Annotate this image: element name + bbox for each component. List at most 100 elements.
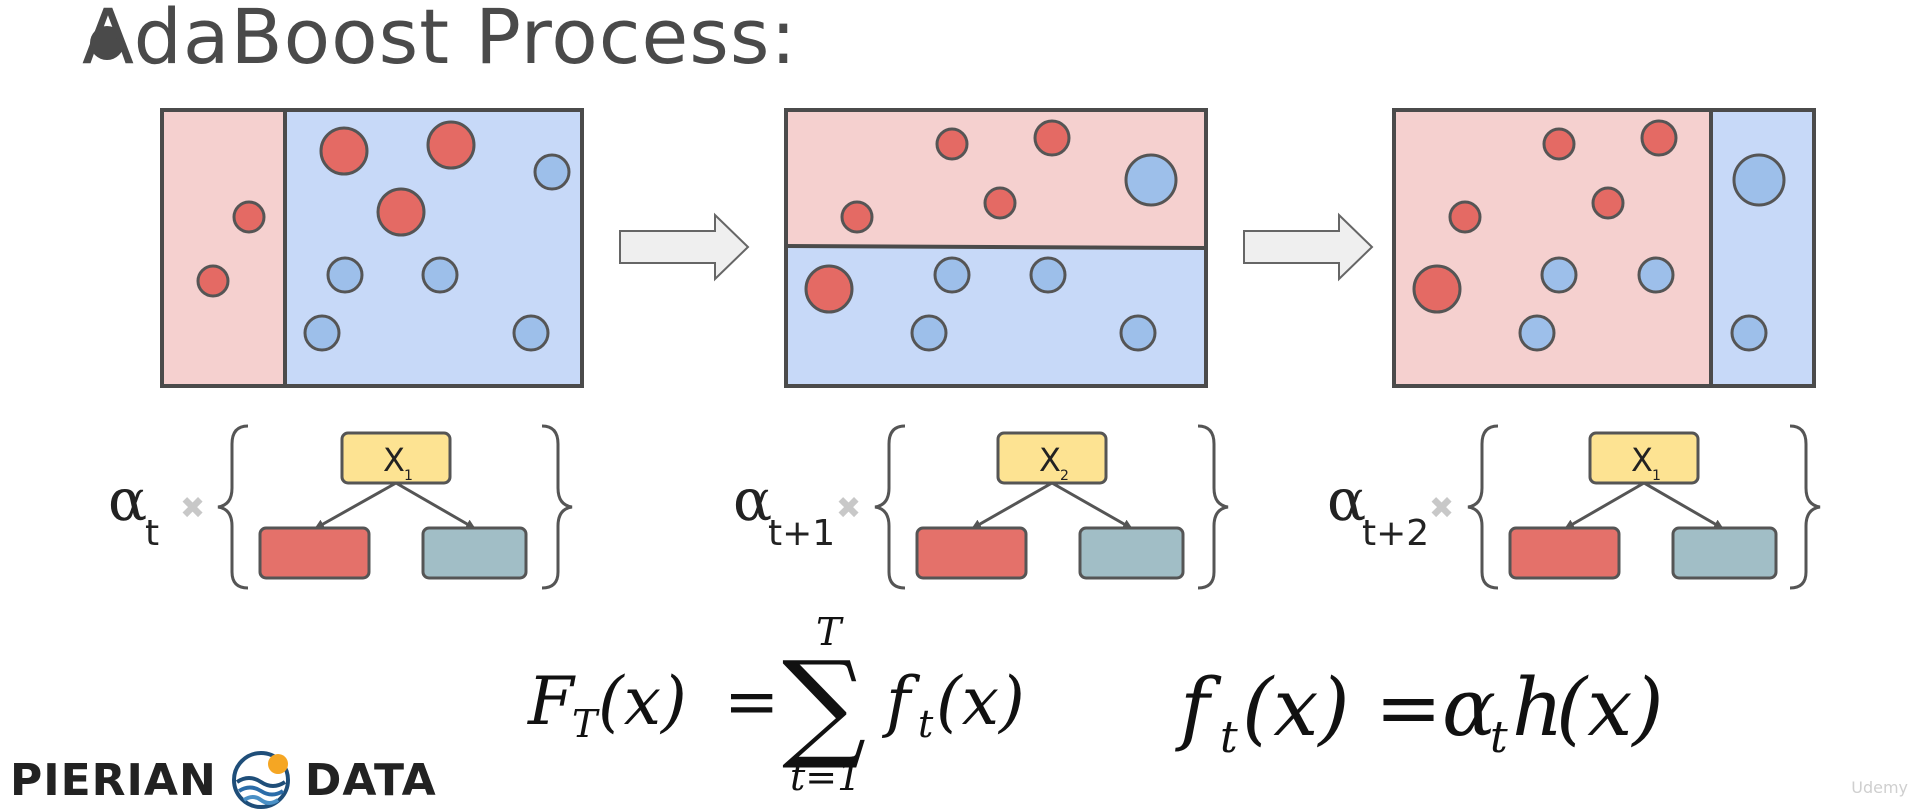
stump-right-leaf [1078,526,1185,580]
panel-1-point-red [319,126,369,176]
stage-3-weighted-stump: α t+2 ✖ X 1 [1327,424,1821,590]
panel-3-point-blue [1732,153,1786,207]
panel-1-point-blue [303,314,341,352]
panel-2-point-blue [910,314,948,352]
right-brace [1197,424,1229,590]
alpha-subscript: t [145,513,159,554]
logo-left-text: PIERIAN [10,754,217,806]
title-bullet [90,26,124,60]
panel-2-point-blue [1119,314,1157,352]
alpha-symbol: α [733,466,772,534]
flow-arrow-2 [1243,212,1374,282]
panel-1-point-blue [326,256,364,294]
stump-left-leaf [258,526,371,580]
formula-lhs: f [1175,661,1222,754]
panel-2-point-red [983,186,1017,220]
pierian-wave-icon [231,751,290,809]
panel-1-border [160,108,584,388]
stump-right-edge [1051,481,1133,530]
formula-lhs-argument: (x) [598,663,687,740]
stage-2-weighted-stump: α t+1 ✖ X 2 [733,424,1229,590]
formula-term-argument: (x) [936,663,1025,740]
formula-lhs-subscript: t [1220,712,1238,763]
panel-1-red-region [162,110,285,386]
stump-feature: X [383,441,405,479]
stump-feature-subscript: 1 [1652,468,1661,484]
formula-term-subscript: t [918,702,934,746]
panel-3 [1392,108,1816,388]
panel-1-point-red [426,120,476,170]
right-brace [1789,424,1821,590]
alpha-subscript: t+1 [768,513,835,554]
alpha-symbol: α [108,466,147,534]
stump-feature: X [1039,441,1061,479]
stump-feature-subscript: 2 [1060,468,1069,484]
formula-term: f [881,663,921,740]
summation-upper-limit: T [816,610,844,654]
panel-3-border [1392,108,1816,388]
panel-2-split-line [785,244,1207,250]
panel-1-point-red [196,264,230,298]
panel-3-point-red [1448,200,1482,234]
left-brace [874,424,906,590]
formula-lhs-subscript: T [572,702,600,746]
panel-3-point-blue [1730,314,1768,352]
panel-1-point-blue [421,256,459,294]
stump-left-leaf [915,526,1028,580]
panel-1-point-blue [533,153,571,191]
panel-2-point-blue [1124,153,1178,207]
formula-function-argument: (x) [1556,661,1664,754]
stump-left-edge [1564,481,1645,530]
panel-2-point-red [1033,119,1071,157]
stump-right-edge [395,481,476,530]
alpha-subscript: t+2 [1362,513,1429,554]
panel-2-point-red [935,127,969,161]
stump-left-edge [314,481,397,530]
formula-function: h [1512,661,1564,754]
panel-2 [784,108,1208,388]
stump-left-leaf [1508,526,1621,580]
pierian-data-logo: PIERIAN DATA [10,750,437,810]
panel-1-point-red [376,187,426,237]
left-brace [217,424,249,590]
panel-1 [160,108,584,388]
panel-2-point-red [804,264,854,314]
stump-right-edge [1643,481,1724,530]
panel-2-border [784,108,1208,388]
panel-3-point-red [1542,127,1576,161]
panel-2-point-blue [933,256,971,294]
stump-right-leaf [1671,526,1778,580]
left-brace [1467,424,1499,590]
summation-lower-limit: t=1 [790,755,861,799]
weak-learner-formula: f t (x) = α t h (x) [1175,661,1664,763]
right-brace [541,424,573,590]
summation-icon: ∑ [782,635,866,773]
formula-lhs-argument: (x) [1242,661,1350,754]
stump-feature-subscript: 1 [404,468,413,484]
formula-equals: = [1375,661,1442,754]
alpha-symbol: α [1327,466,1366,534]
stage-1-weighted-stump: α t ✖ X 1 [108,424,573,590]
panel-3-point-red [1640,119,1678,157]
panel-2-point-red [840,200,874,234]
stump-feature: X [1631,441,1653,479]
slide-title: AdaBoost Process: [82,0,798,81]
panel-3-point-red [1591,186,1625,220]
panel-1-point-blue [512,314,550,352]
multiply-icon: ✖ [836,491,861,526]
flow-arrow-1 [619,212,750,282]
logo-right-text: DATA [304,754,437,806]
stump-left-edge [971,481,1053,530]
panel-3-point-red [1412,264,1462,314]
ensemble-formula: F T (x) = T ∑ t=1 f t (x) [527,610,1025,799]
panel-2-point-blue [1029,256,1067,294]
stump-right-leaf [421,526,528,580]
formula-coefficient: α [1442,661,1496,754]
formula-lhs: F [527,663,576,740]
multiply-icon: ✖ [1429,491,1454,526]
panel-3-point-blue [1637,256,1675,294]
formula-equals: = [724,663,779,740]
panel-3-point-blue [1518,314,1556,352]
panel-1-point-red [232,200,266,234]
